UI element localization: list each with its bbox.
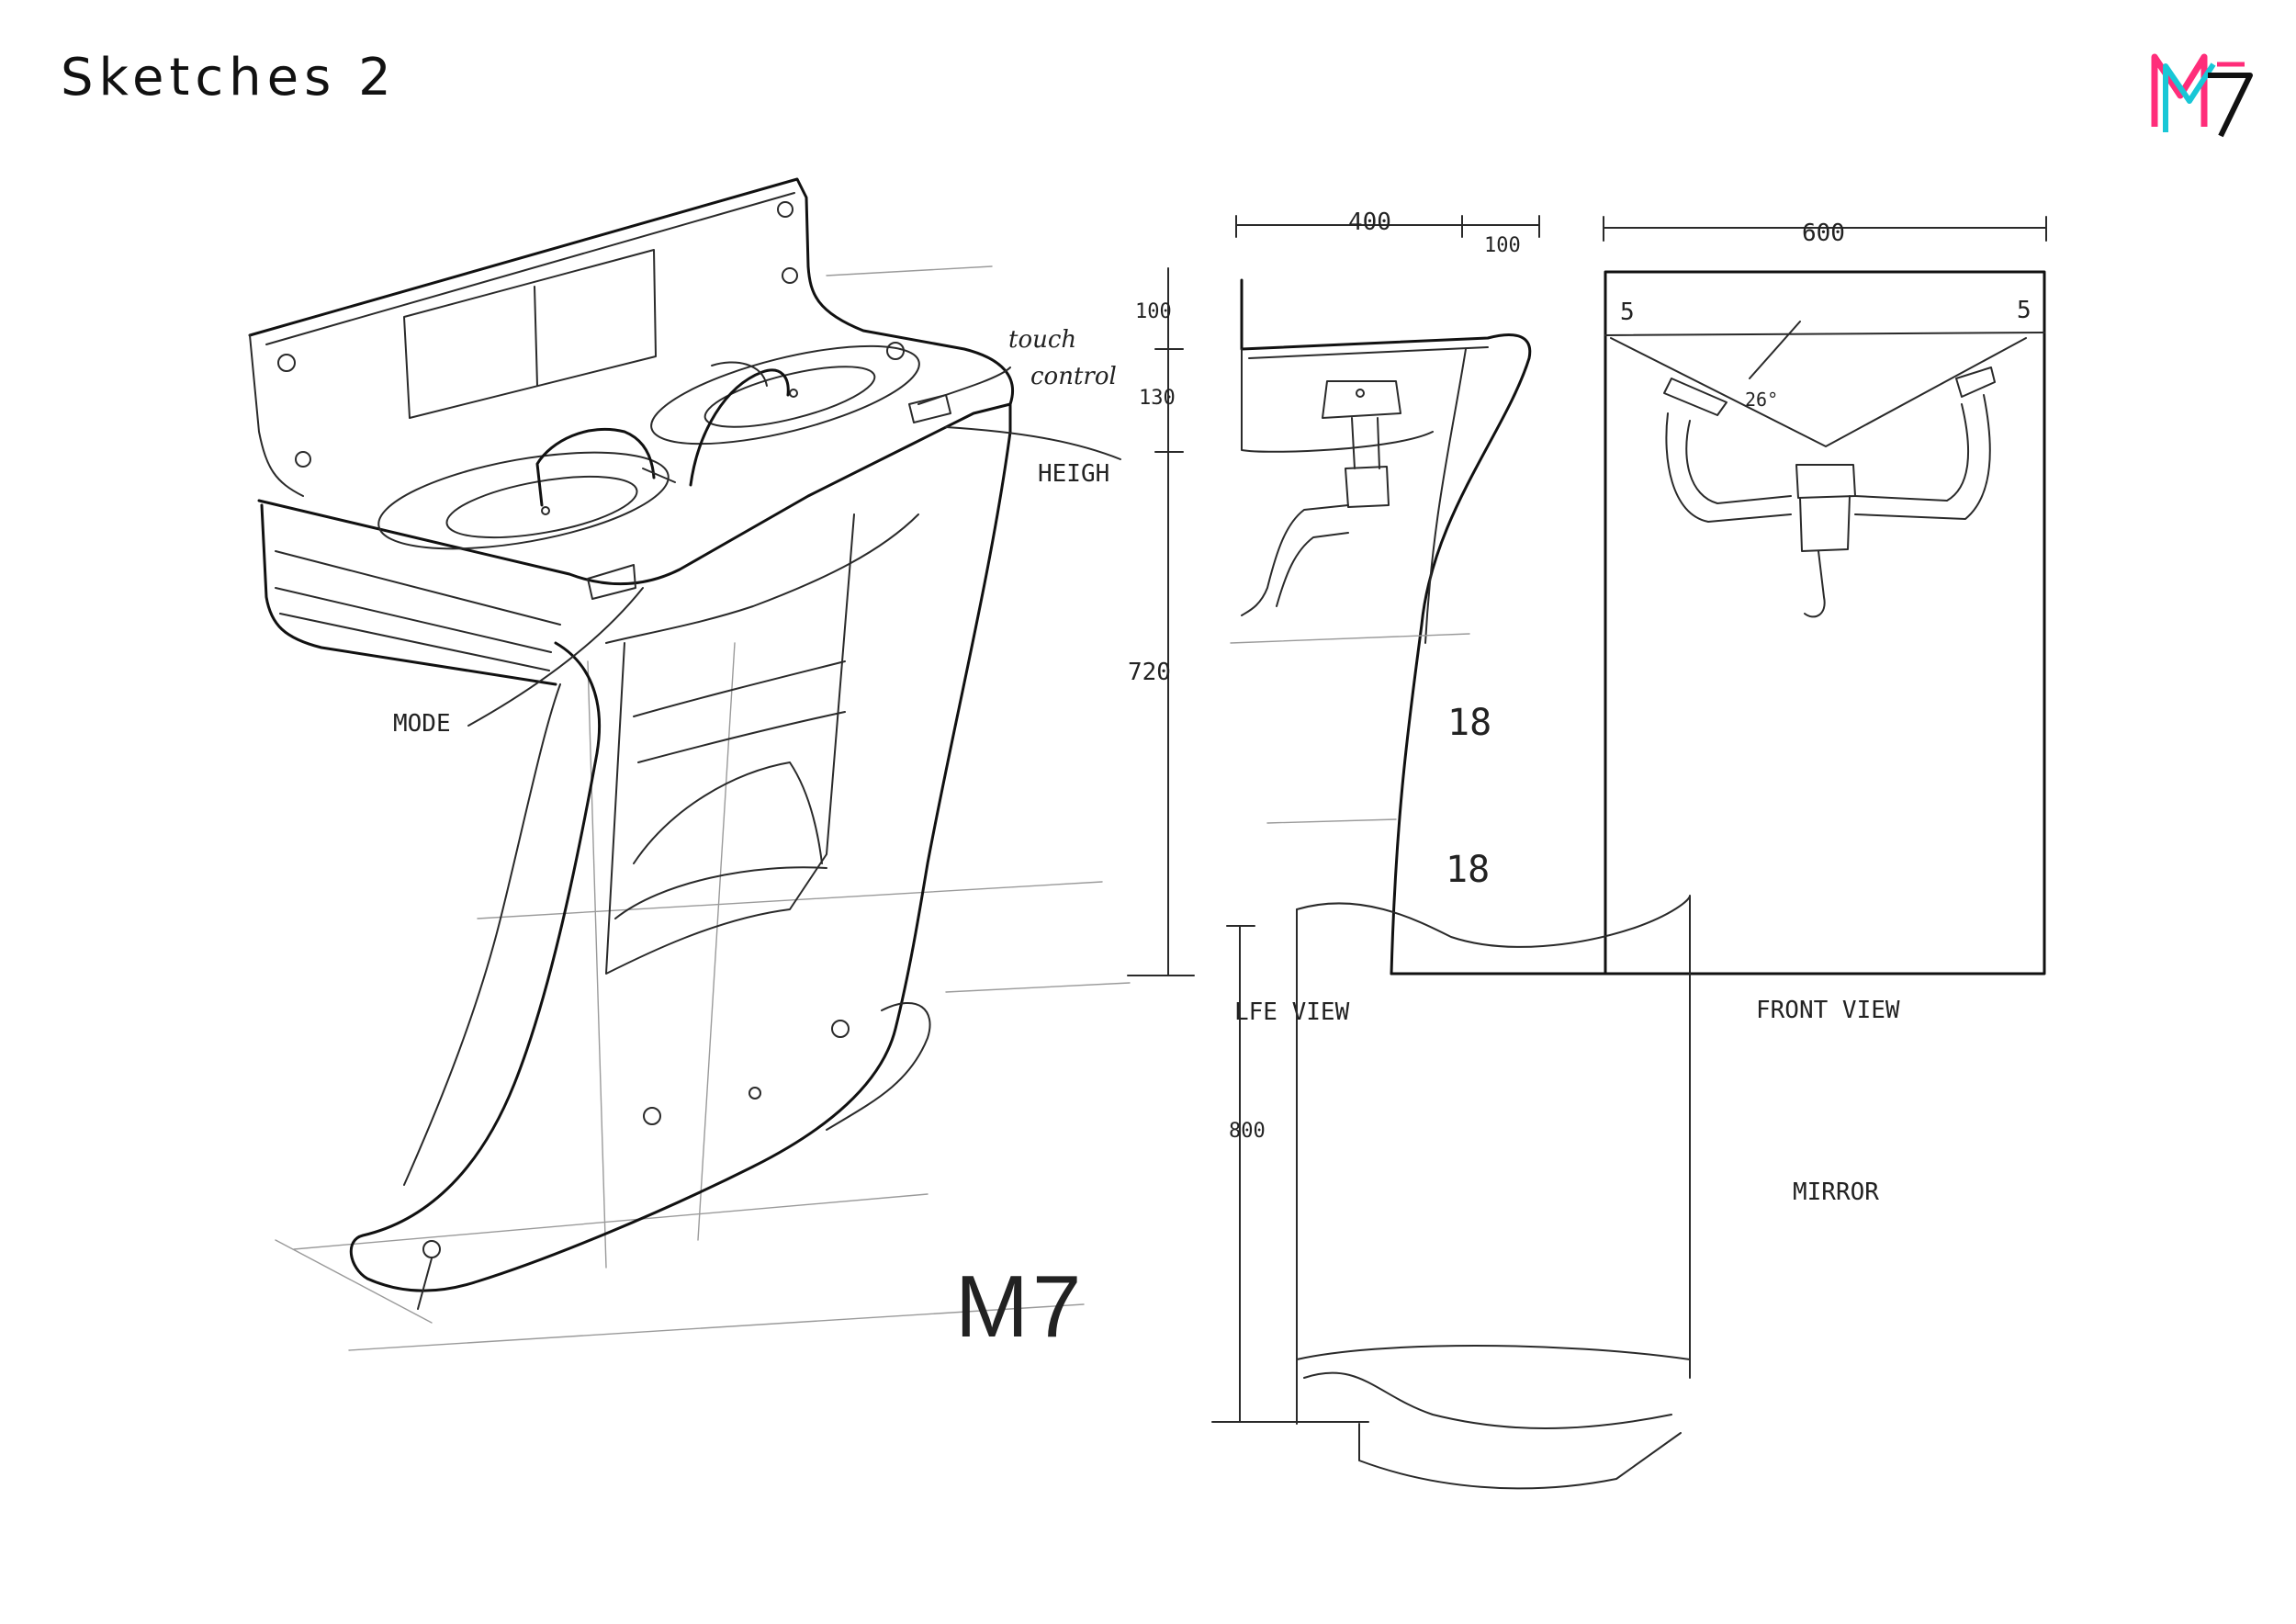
brand-logo — [2151, 53, 2253, 138]
m7-signature: M7 — [955, 1257, 1085, 1356]
dim-height-720: 720 — [1128, 659, 1171, 686]
touch-control-label-1: touch — [1008, 326, 1076, 354]
dim-side-100: 100 — [1484, 234, 1521, 257]
dim-side-400: 400 — [1348, 209, 1391, 236]
dim-height-100: 100 — [1135, 300, 1172, 323]
touch-control-leader — [917, 367, 1011, 405]
dim-front-margin-right: 5 — [2017, 297, 2032, 324]
front-view-drawing — [1603, 216, 2047, 976]
dim-thickness-18-b: 18 — [1446, 849, 1490, 891]
height-label: HEIGH — [1038, 460, 1109, 488]
dim-thickness-18-a: 18 — [1447, 702, 1491, 744]
side-view-drawing — [1127, 215, 1692, 1423]
front-view-label: FRONT VIEW — [1756, 997, 1900, 1024]
perspective-sketch — [248, 177, 1131, 1351]
angle-label: 26° — [1745, 389, 1778, 411]
dim-height-130: 130 — [1139, 387, 1176, 410]
dim-front-margin-left: 5 — [1620, 299, 1635, 326]
mirror-drawing — [1296, 895, 1691, 1490]
page-title: Sketches 2 — [61, 48, 397, 107]
mode-leader — [467, 587, 644, 727]
left-view-label: LFE VIEW — [1234, 998, 1350, 1026]
logo-m-cyan — [2163, 62, 2216, 132]
mode-label: MODE — [393, 710, 451, 738]
dim-height-800: 800 — [1229, 1120, 1266, 1143]
dim-front-600: 600 — [1802, 220, 1845, 247]
mirror-label: MIRROR — [1793, 1179, 1879, 1206]
height-leader — [945, 426, 1121, 460]
logo-seven-dark — [2208, 73, 2253, 138]
touch-control-label-2: control — [1030, 363, 1117, 390]
